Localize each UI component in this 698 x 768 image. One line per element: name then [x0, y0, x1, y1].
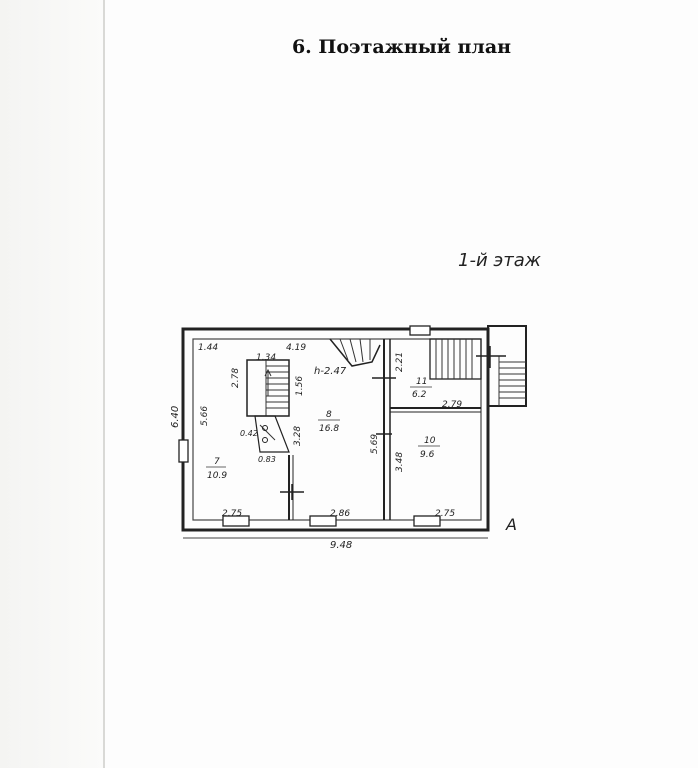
room-10-area: 9.6 — [420, 450, 435, 460]
upper-staircase — [329, 338, 381, 367]
room11-stair-steps — [435, 339, 473, 379]
dim-bottom-right: 2.75 — [435, 509, 455, 519]
dim-top-left: 1.44 — [198, 343, 218, 353]
scan-background-left — [0, 0, 104, 768]
room-8-number: 8 — [326, 410, 332, 420]
dim-bottom-left: 2.75 — [222, 509, 242, 519]
dim-room10-width: 2.79 — [442, 400, 462, 410]
document-page — [105, 0, 698, 768]
windows — [178, 325, 441, 527]
dim-total-height: 6.40 — [170, 406, 181, 428]
stove-circle-2 — [262, 437, 268, 443]
dim-bottom-mid: 2.86 — [330, 509, 350, 519]
page-title: 6. Поэтажный план — [291, 36, 512, 58]
dim-step-small2: 0.83 — [258, 455, 276, 464]
stove-circle-1 — [262, 425, 268, 431]
scan-page-edge — [103, 0, 105, 768]
porch-steps — [498, 356, 526, 406]
door-marks — [280, 346, 506, 500]
dim-partition: 3.28 — [293, 426, 303, 446]
dim-stair-length: 2.78 — [231, 368, 241, 388]
dim-top-mid: 4.19 — [286, 343, 306, 353]
dim-room11-height: 2.21 — [395, 352, 405, 372]
dim-room8-height: 5.69 — [370, 434, 380, 454]
room-11-number: 11 — [416, 377, 427, 387]
room-10-number: 10 — [424, 436, 436, 446]
dim-room10-height: 3.48 — [395, 452, 405, 472]
dim-left-inner: 5.66 — [200, 406, 210, 426]
floor-label: 1-й этаж — [458, 250, 542, 271]
stair-arrow-head — [264, 368, 272, 377]
room-7-number: 7 — [214, 457, 220, 467]
ceiling-height: h-2.47 — [314, 366, 347, 377]
room-7-area: 10.9 — [207, 471, 227, 481]
room-8-area: 16.8 — [319, 424, 339, 434]
outer-wall — [181, 327, 490, 532]
entrance-porch — [487, 325, 527, 407]
room-11-area: 6.2 — [412, 390, 427, 400]
room11-staircase — [429, 338, 482, 380]
axis-label: А — [505, 515, 517, 534]
upper-stair-steps — [339, 338, 371, 363]
dim-stair-landing: 1.56 — [295, 376, 305, 396]
interior-stair-steps — [265, 360, 289, 416]
dim-stair-width: 1.34 — [256, 353, 276, 363]
stair-winder — [254, 415, 290, 453]
inner-wall-line — [192, 338, 482, 521]
dim-step-small: 0.42 — [240, 429, 258, 438]
dim-total-width: 9.48 — [330, 540, 352, 551]
